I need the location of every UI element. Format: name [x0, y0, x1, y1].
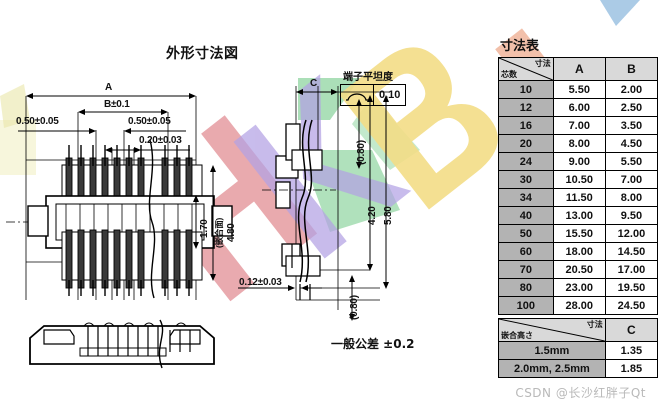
- table-cell-b: 8.00: [604, 188, 658, 207]
- corner-col-label: 寸法: [534, 59, 551, 68]
- height-table-cell-c: 1.35: [604, 341, 658, 360]
- table-cell-a: 6.00: [552, 98, 606, 117]
- table-cell-b: 4.50: [604, 134, 658, 153]
- table-cell-pins: 60: [498, 242, 554, 261]
- flatness-callout-frame: 0.10: [340, 84, 407, 106]
- table-cell-pins: 24: [498, 152, 554, 171]
- general-tolerance-note: 一般公差 ±0.2: [331, 337, 415, 351]
- dimension-table-title: 寸法表: [500, 39, 540, 54]
- table-corner-cell: 寸法 芯数: [498, 57, 554, 81]
- table-cell-pins: 70: [498, 260, 554, 279]
- table-cell-a: 5.50: [552, 80, 606, 99]
- dimension-label-width-020: 0.20±0.03: [139, 135, 182, 146]
- dimension-label-height-170: 1.70: [199, 219, 210, 238]
- table-cell-b: 5.50: [604, 152, 658, 171]
- dimension-label-height-480: 4.80: [226, 223, 237, 242]
- table-cell-pins: 10: [498, 80, 554, 99]
- corner-row-label: 芯数: [501, 70, 517, 79]
- height-table-cell-c: 1.85: [604, 359, 658, 378]
- table-cell-a: 8.00: [552, 134, 606, 153]
- height-table-header-c: C: [604, 318, 658, 342]
- table-cell-a: 7.00: [552, 116, 606, 135]
- table-cell-pins: 12: [498, 98, 554, 117]
- table-cell-b: 2.50: [604, 98, 658, 117]
- dimension-label-c: C: [310, 78, 318, 89]
- table-header-b: B: [604, 57, 658, 81]
- dimension-label-ref-080-bottom: (0.80): [349, 295, 360, 320]
- table-cell-a: 18.00: [552, 242, 606, 261]
- dimension-label-ref-080-top: (0.80): [356, 140, 367, 165]
- table-cell-a: 28.00: [552, 296, 606, 315]
- table-cell-a: 15.50: [552, 224, 606, 243]
- dimension-label-height-580: 5.80: [383, 206, 394, 225]
- table-cell-b: 2.00: [604, 80, 658, 99]
- footer-credit-watermark: CSDN @长沙红胖子Qt: [515, 386, 646, 400]
- dimension-label-mating-face: (嵌合面): [214, 217, 224, 248]
- table-cell-a: 23.00: [552, 278, 606, 297]
- height-corner-row-label: 嵌合高さ: [501, 331, 533, 340]
- table-cell-b: 3.50: [604, 116, 658, 135]
- dimension-label-thickness-012: 0.12±0.03: [239, 277, 282, 288]
- height-table-cell-height: 2.0mm, 2.5mm: [498, 359, 606, 378]
- table-cell-a: 10.50: [552, 170, 606, 189]
- table-cell-a: 9.00: [552, 152, 606, 171]
- table-cell-b: 17.00: [604, 260, 658, 279]
- table-cell-b: 9.50: [604, 206, 658, 225]
- table-cell-pins: 100: [498, 296, 554, 315]
- table-cell-pins: 50: [498, 224, 554, 243]
- flatness-glyph: [346, 92, 368, 101]
- table-cell-pins: 34: [498, 188, 554, 207]
- dimension-label-b: B±0.1: [104, 99, 130, 110]
- table-cell-pins: 40: [498, 206, 554, 225]
- dimension-label-height-420: 4.20: [367, 206, 378, 225]
- dimension-label-a: A: [105, 82, 113, 93]
- table-cell-b: 7.00: [604, 170, 658, 189]
- height-table-cell-height: 1.5mm: [498, 341, 606, 360]
- height-corner-col-label: 寸法: [586, 320, 603, 329]
- height-corner-diagonal-line: [499, 319, 605, 341]
- table-cell-b: 24.50: [604, 296, 658, 315]
- table-header-a: A: [552, 57, 606, 81]
- flatness-symbol-icon: [341, 85, 374, 105]
- flatness-callout-label: 端子平坦度: [343, 72, 393, 83]
- table-cell-pins: 16: [498, 116, 554, 135]
- table-cell-b: 12.00: [604, 224, 658, 243]
- height-table-corner-cell: 寸法 嵌合高さ: [498, 318, 606, 342]
- table-cell-a: 20.50: [552, 260, 606, 279]
- page-title: 外形寸法図: [166, 46, 239, 62]
- table-cell-pins: 30: [498, 170, 554, 189]
- dimension-label-pitch-left: 0.50±0.05: [16, 116, 59, 127]
- table-cell-pins: 20: [498, 134, 554, 153]
- table-cell-b: 14.50: [604, 242, 658, 261]
- table-cell-a: 13.00: [552, 206, 606, 225]
- height-table-header-row: 寸法 嵌合高さ C: [498, 318, 658, 342]
- table-cell-b: 19.50: [604, 278, 658, 297]
- table-cell-a: 11.50: [552, 188, 606, 207]
- dimension-label-pitch-right: 0.50±0.05: [128, 116, 171, 127]
- flatness-value: 0.10: [379, 89, 401, 101]
- table-header-row: 寸法 芯数 A B: [498, 57, 658, 81]
- table-cell-pins: 80: [498, 278, 554, 297]
